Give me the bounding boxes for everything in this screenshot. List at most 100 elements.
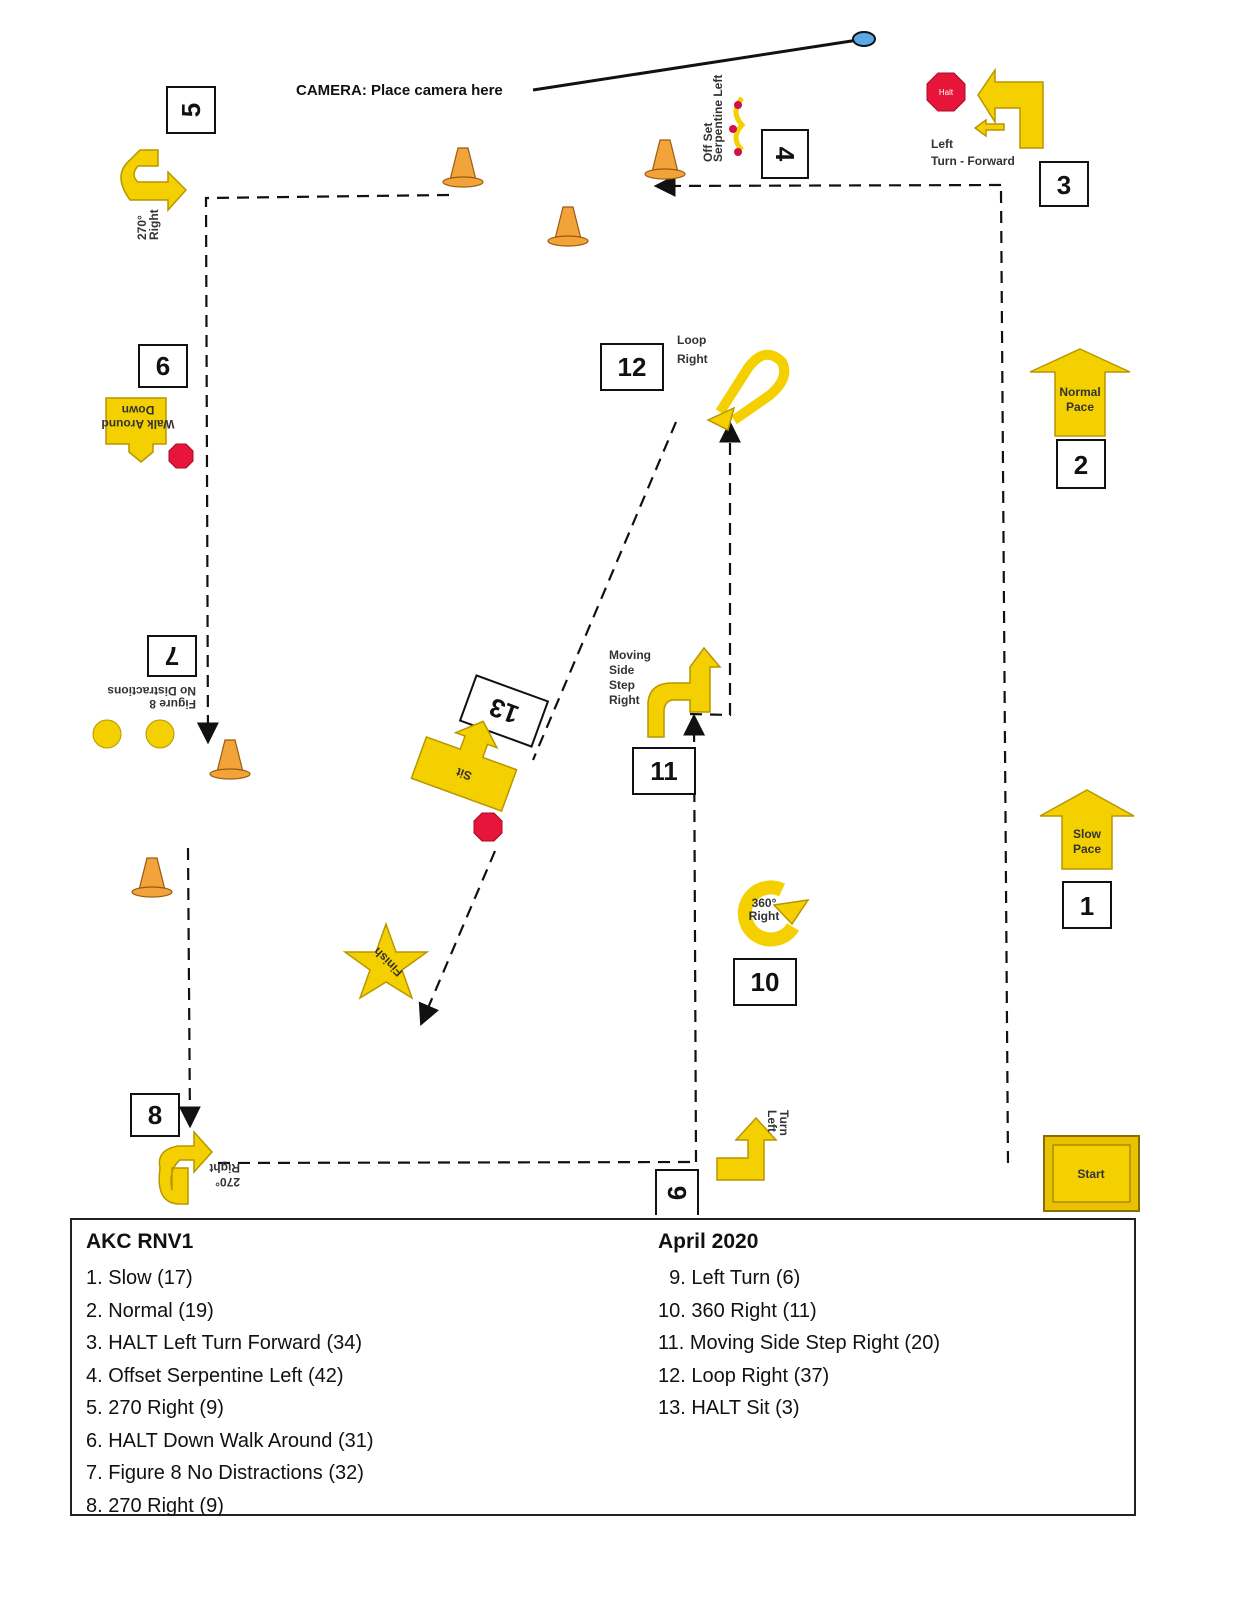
svg-text:Side: Side [609, 663, 635, 677]
270-right-sign: 270° Right [120, 149, 188, 240]
svg-text:Halt: Halt [939, 88, 954, 97]
svg-text:Right: Right [749, 909, 780, 923]
station-number-7: 7 [147, 635, 197, 677]
camera-line [532, 38, 859, 92]
station-number-12: 12 [600, 343, 664, 391]
halt-icon [168, 443, 194, 469]
cone [547, 206, 589, 247]
svg-text:270°: 270° [135, 215, 149, 240]
svg-text:11: 11 [650, 756, 678, 786]
svg-text:Normal: Normal [1059, 385, 1100, 399]
svg-text:No Distractions: No Distractions [107, 684, 196, 698]
halt-icon [926, 72, 966, 112]
legend-item: 5. 270 Right (9) [86, 1397, 224, 1419]
station-number-4: 4 [761, 129, 809, 179]
legend-date: April 2020 [658, 1230, 759, 1253]
svg-text:5: 5 [176, 103, 206, 117]
legend-item: 9. Left Turn (6) [658, 1267, 801, 1289]
cone [644, 139, 686, 180]
svg-text:6: 6 [156, 351, 170, 381]
svg-text:10: 10 [751, 967, 780, 997]
cone [209, 739, 251, 780]
svg-text:Step: Step [609, 678, 635, 692]
legend-item: 12. Loop Right (37) [658, 1364, 830, 1387]
svg-text:9: 9 [662, 1186, 692, 1200]
svg-text:8: 8 [148, 1100, 162, 1130]
legend-item: 11. Moving Side Step Right (20) [658, 1332, 941, 1354]
offset-serpentine-sign: Off Set Serpentine Left [701, 75, 746, 162]
svg-text:2: 2 [1074, 450, 1088, 480]
legend-item: 6. HALT Down Walk Around (31) [86, 1429, 374, 1452]
svg-text:Turn: Turn [777, 1110, 791, 1136]
moving-side-step-right-sign: Moving Side Step Right [609, 646, 722, 738]
legend-item: 13. HALT Sit (3) [658, 1397, 800, 1419]
left-turn-sign: Left Turn [716, 1110, 791, 1181]
svg-text:Loop: Loop [677, 333, 706, 347]
270-right-sign-2: 270° Right [158, 1130, 240, 1205]
course-path [178, 174, 1010, 1165]
svg-text:Left: Left [931, 137, 953, 151]
halt-sit-sign: Sit [410, 720, 518, 813]
svg-text:Walk Around: Walk Around [101, 417, 174, 431]
station-number-1: 1 [1062, 881, 1112, 929]
station-number-2: 2 [1056, 439, 1106, 489]
svg-text:Right: Right [147, 209, 161, 240]
svg-text:4: 4 [770, 147, 800, 162]
legend-item: 1. Slow (17) [86, 1267, 193, 1289]
camera-label: CAMERA: Place camera here [296, 82, 503, 99]
figure-8-sign: Figure 8 No Distractions [92, 684, 196, 749]
normal-pace-sign: Normal Pace [1029, 348, 1131, 437]
svg-text:12: 12 [618, 352, 647, 382]
svg-text:Pace: Pace [1066, 400, 1094, 414]
station-number-11: 11 [632, 747, 696, 795]
svg-text:Right: Right [209, 1161, 240, 1175]
legend-title: AKC RNV1 [86, 1230, 194, 1253]
legend-item: 2. Normal (19) [86, 1299, 214, 1322]
svg-text:Slow: Slow [1073, 827, 1102, 841]
station-number-10: 10 [733, 958, 797, 1006]
legend-left-column: AKC RNV1 1. Slow (17) 2. Normal (19) 3. … [86, 1230, 374, 1522]
svg-text:Down: Down [122, 403, 155, 417]
svg-text:270°: 270° [215, 1175, 240, 1189]
legend-right-column: April 2020 9. Left Turn (6) 10. 360 Righ… [658, 1230, 940, 1425]
rally-course-map: CAMERA: Place camera here Slow Pace 1 No… [92, 31, 1140, 1215]
station-number-8: 8 [130, 1093, 180, 1137]
360-right-sign: 360° Right [737, 880, 810, 947]
svg-text:Pace: Pace [1073, 842, 1101, 856]
legend-item: 3. HALT Left Turn Forward (34) [86, 1332, 363, 1354]
legend-item: 8. 270 Right (9) [86, 1494, 224, 1517]
svg-text:Right: Right [677, 352, 708, 366]
svg-text:Moving: Moving [609, 648, 651, 662]
station-number-6: 6 [138, 344, 188, 388]
legend-item: 10. 360 Right (11) [658, 1299, 817, 1322]
finish-star: Finish [342, 921, 430, 1000]
svg-text:Left: Left [765, 1110, 779, 1132]
station-number-9: 9 [655, 1169, 699, 1215]
svg-text:Turn - Forward: Turn - Forward [931, 154, 1015, 168]
svg-text:1: 1 [1080, 891, 1094, 921]
station-number-5: 5 [166, 86, 216, 134]
svg-text:Start: Start [1077, 1167, 1104, 1181]
cone [131, 857, 173, 898]
svg-text:Right: Right [609, 693, 640, 707]
legend-item: 4. Offset Serpentine Left (42) [86, 1364, 344, 1387]
station-number-13: 13 [458, 674, 550, 748]
svg-text:3: 3 [1057, 170, 1071, 200]
slow-pace-sign: Slow Pace [1039, 789, 1135, 870]
legend-item: 7. Figure 8 No Distractions (32) [86, 1462, 364, 1484]
camera-marker [852, 31, 876, 47]
start-sign: Start [1043, 1135, 1140, 1212]
svg-text:Figure 8: Figure 8 [149, 697, 196, 711]
halt-icon [473, 812, 503, 842]
halt-left-turn-forward-sign: Halt Left Turn - Forward [926, 67, 1044, 168]
legend-box: AKC RNV1 1. Slow (17) 2. Normal (19) 3. … [70, 1218, 1136, 1517]
loop-right-sign: Loop Right [677, 333, 790, 432]
svg-text:Sit: Sit [454, 765, 473, 783]
cone [442, 147, 484, 188]
station-number-3: 3 [1039, 161, 1089, 207]
svg-text:7: 7 [165, 641, 179, 671]
svg-text:360°: 360° [752, 896, 777, 910]
halt-down-walk-around-sign: Walk Around Down [101, 397, 194, 469]
svg-text:Off Set: Off Set [701, 123, 715, 162]
svg-text:Serpentine Left: Serpentine Left [711, 75, 725, 162]
